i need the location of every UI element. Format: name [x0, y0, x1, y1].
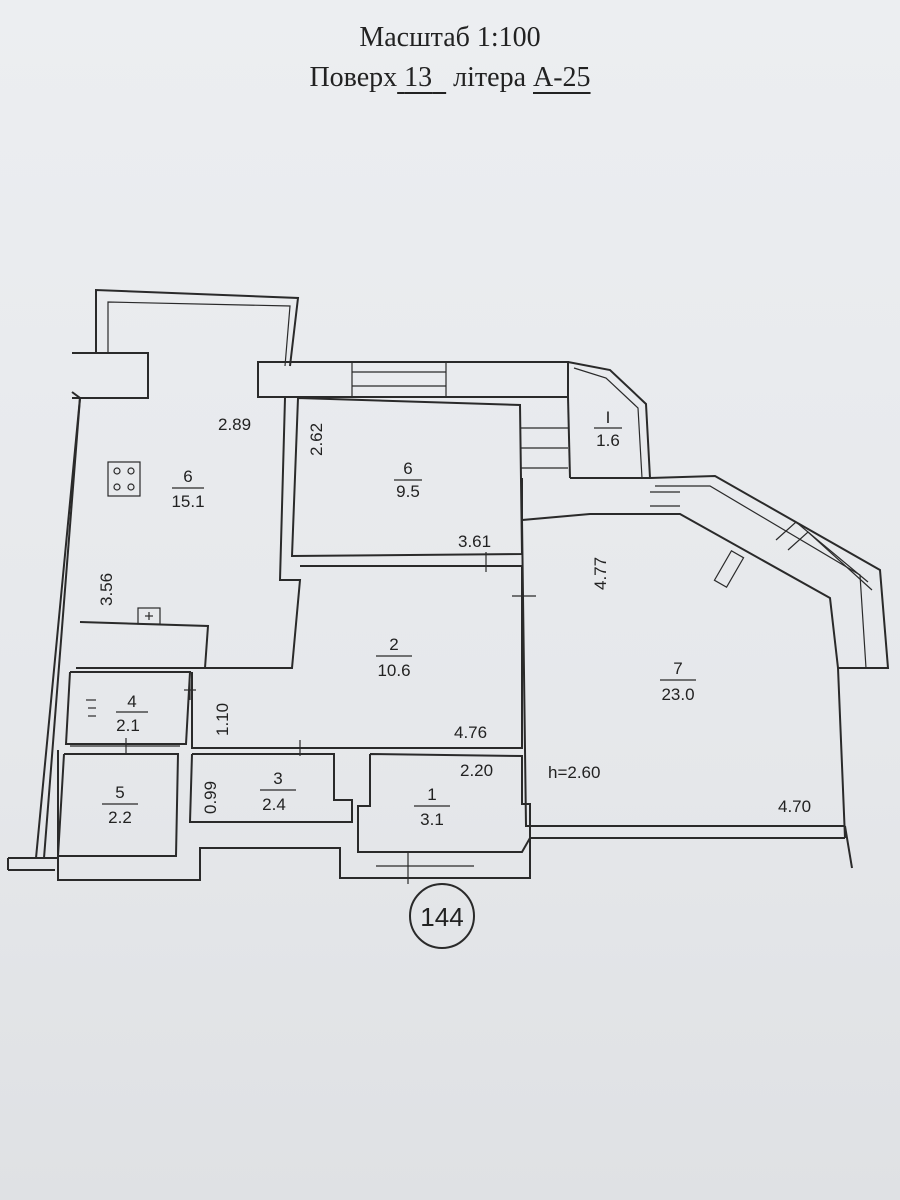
dimension-label: 4.77 — [591, 557, 610, 590]
litera-prefix: літера — [453, 62, 526, 93]
room-hall — [357, 753, 531, 884]
room-number: I — [606, 408, 611, 427]
room-living — [191, 552, 536, 749]
dimension-label: 3.56 — [97, 573, 116, 606]
room-labels: 6 15.1 6 9.5 I 1.6 2 10.6 7 23.0 4 2.1 5… — [102, 408, 696, 829]
room-number: 2 — [389, 635, 398, 654]
room-area: 1.6 — [596, 431, 620, 450]
dimension-label: 4.76 — [454, 723, 487, 742]
room-number: 5 — [115, 783, 124, 802]
apartment-number-badge: 144 — [409, 883, 475, 949]
dimension-label: h=2.60 — [548, 763, 600, 782]
dimension-label: 2.20 — [460, 761, 493, 780]
dimension-label: 2.62 — [307, 423, 326, 456]
room-number: 1 — [427, 785, 436, 804]
room-kitchen — [76, 397, 302, 669]
room-corridor — [188, 740, 353, 823]
room-storage — [56, 738, 180, 857]
room-area: 2.4 — [262, 795, 286, 814]
dimension-labels: 2.89 2.62 3.56 3.61 4.77 1.10 4.76 0.99 … — [97, 415, 811, 816]
room-area: 10.6 — [377, 661, 410, 680]
dimension-label: 2.89 — [218, 415, 251, 434]
room-number: 7 — [673, 659, 682, 678]
dimension-label: 1.10 — [213, 703, 232, 736]
room-area: 23.0 — [661, 685, 694, 704]
floor-number: 13 — [404, 62, 433, 93]
room-bath — [64, 671, 196, 745]
dimension-label: 4.70 — [778, 797, 811, 816]
room-large — [521, 474, 890, 869]
room-area: 2.1 — [116, 716, 140, 735]
room-area: 3.1 — [420, 810, 444, 829]
room-area: 2.2 — [108, 808, 132, 827]
floor-prefix: Поверх — [309, 62, 398, 93]
dimension-label: 0.99 — [201, 781, 220, 814]
floor-line: Поверх 13 літера А-25 — [0, 62, 900, 94]
litera-value: А-25 — [533, 62, 591, 93]
window-band-top — [257, 361, 651, 479]
room-number: 6 — [403, 459, 412, 478]
room-number: 6 — [183, 467, 192, 486]
room-number: 3 — [273, 769, 282, 788]
room-area: 15.1 — [171, 492, 204, 511]
room-number: 4 — [127, 692, 136, 711]
apartment-number: 144 — [420, 902, 463, 932]
dimension-label: 3.61 — [458, 532, 491, 551]
scale-label: Масштаб 1:100 — [359, 22, 541, 53]
room-area: 9.5 — [396, 482, 420, 501]
